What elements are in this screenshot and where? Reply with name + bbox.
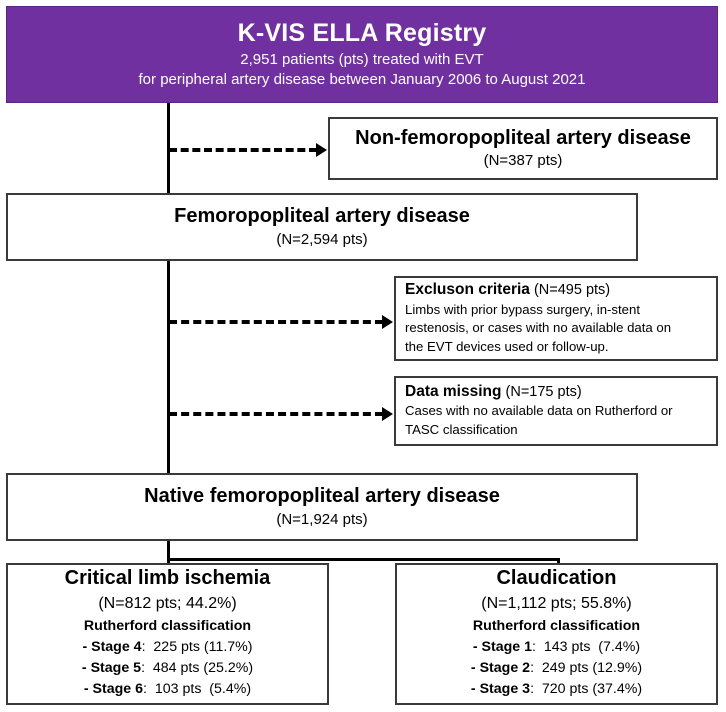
femoropopliteal-count: (N=2,594 pts) [276,230,368,248]
stage-label: - Stage 3 [470,681,531,698]
stage-value: 225 pts (11.7%) [145,638,253,655]
exclusion-criteria-heading: Excluson criteria (N=495 pts) [405,280,610,299]
stage-separator: : [530,681,535,698]
stage-label: - Stage 1 [472,638,533,655]
data-missing-count: (N=175 pts) [505,384,582,401]
connector-header-to-fp [167,103,170,193]
stage-value: 720 pts (37.4%) [534,681,643,698]
native-femoropopliteal-box: Native femoropopliteal artery disease (N… [6,473,638,541]
exclusion-criteria-body-line1: Limbs with prior bypass surgery, in-sten… [405,301,641,317]
stage-separator: : [532,638,536,655]
stage-separator: : [530,659,535,676]
stage-separator: : [141,638,146,655]
stage-row: - Stage 3: 720 pts (37.4%) [471,679,642,700]
connector-fp-to-nativefp [167,261,170,473]
exclusion-criteria-body-line2: restenosis, or cases with no available d… [405,320,672,336]
data-missing-heading: Data missing (N=175 pts) [405,382,582,401]
data-missing-box: Data missing (N=175 pts) Cases with no a… [394,376,718,446]
stage-label: - Stage 6 [83,681,144,698]
femoropopliteal-title: Femoropopliteal artery disease [174,205,470,228]
critical-limb-ischemia-stage-list: - Stage 4: 225 pts (11.7%) - Stage 5: 48… [82,637,253,701]
data-missing-heading-bold: Data missing [405,383,502,401]
stage-value: 103 pts (5.4%) [146,681,252,698]
claudication-stage-list: - Stage 1: 143 pts (7.4%) - Stage 2: 249… [471,637,642,701]
exclusion-criteria-body-line3: the EVT devices used or follow-up. [405,339,609,355]
exclusion-criteria-heading-count-wrap: (N=495 pts) [530,282,610,298]
stage-row: - Stage 4: 225 pts (11.7%) [82,637,253,658]
connector-split-left-drop [167,558,170,566]
critical-limb-ischemia-classification-label: Rutherford classification [83,617,252,634]
data-missing-body-line1: Cases with no available data on Rutherfo… [405,403,673,419]
arrowhead-nonfp [316,143,327,157]
exclusion-criteria-heading-bold: Excluson criteria [405,281,530,299]
claudication-count: (N=1,112 pts; 55.8%) [481,595,632,613]
claudication-classification-label: Rutherford classification [472,617,641,634]
connector-dashed-exclusion [169,320,383,324]
femoropopliteal-box: Femoropopliteal artery disease (N=2,594 … [6,193,638,261]
stage-separator: : [143,681,147,698]
registry-subtitle-line2: for peripheral artery disease between Ja… [138,71,586,88]
claudication-title: Claudication [496,567,617,590]
connector-dashed-data-missing [169,412,383,416]
critical-limb-ischemia-count: (N=812 pts; 44.2%) [98,595,237,613]
connector-nativefp-stem [167,541,170,561]
stage-label: - Stage 4 [82,638,142,655]
stage-label: - Stage 2 [470,659,531,676]
exclusion-criteria-body: Limbs with prior bypass surgery, in-sten… [405,301,671,357]
exclusion-criteria-box: Excluson criteria (N=495 pts) Limbs with… [394,276,718,361]
connector-split-horizontal [167,558,560,561]
critical-limb-ischemia-box: Critical limb ischemia (N=812 pts; 44.2%… [6,563,329,705]
claudication-box: Claudication (N=1,112 pts; 55.8%) Ruther… [395,563,718,705]
data-missing-body: Cases with no available data on Rutherfo… [405,402,673,439]
registry-header-box: K-VIS ELLA Registry 2,951 patients (pts)… [6,6,718,103]
arrowhead-data-missing [382,407,393,421]
critical-limb-ischemia-title: Critical limb ischemia [64,567,271,590]
stage-row: - Stage 5: 484 pts (25.2%) [82,658,253,679]
exclusion-criteria-count: (N=495 pts) [533,282,611,299]
native-femoropopliteal-title: Native femoropopliteal artery disease [144,485,500,508]
stage-row: - Stage 2: 249 pts (12.9%) [471,658,642,679]
registry-subtitle-line1: 2,951 patients (pts) treated with EVT [240,51,484,69]
registry-title: K-VIS ELLA Registry [237,19,487,48]
stage-row: - Stage 6: 103 pts (5.4%) [82,679,253,700]
arrowhead-exclusion [382,315,393,329]
native-femoropopliteal-count: (N=1,924 pts) [276,510,368,528]
stage-value: 484 pts (25.2%) [145,659,254,676]
non-femoropopliteal-title: Non-femoropopliteal artery disease [355,126,691,149]
stage-separator: : [141,659,146,676]
non-femoropopliteal-count: (N=387 pts) [483,152,563,170]
stage-row: - Stage 1: 143 pts (7.4%) [471,637,642,658]
stage-value: 249 pts (12.9%) [534,659,643,676]
connector-dashed-nonfp [169,148,317,152]
data-missing-body-line2: TASC classification [405,422,518,438]
stage-value: 143 pts (7.4%) [535,638,641,655]
stage-label: - Stage 5 [81,659,142,676]
data-missing-heading-count-wrap: (N=175 pts) [501,384,582,401]
connector-split-right-drop [557,558,560,566]
non-femoropopliteal-box: Non-femoropopliteal artery disease (N=38… [328,117,718,180]
